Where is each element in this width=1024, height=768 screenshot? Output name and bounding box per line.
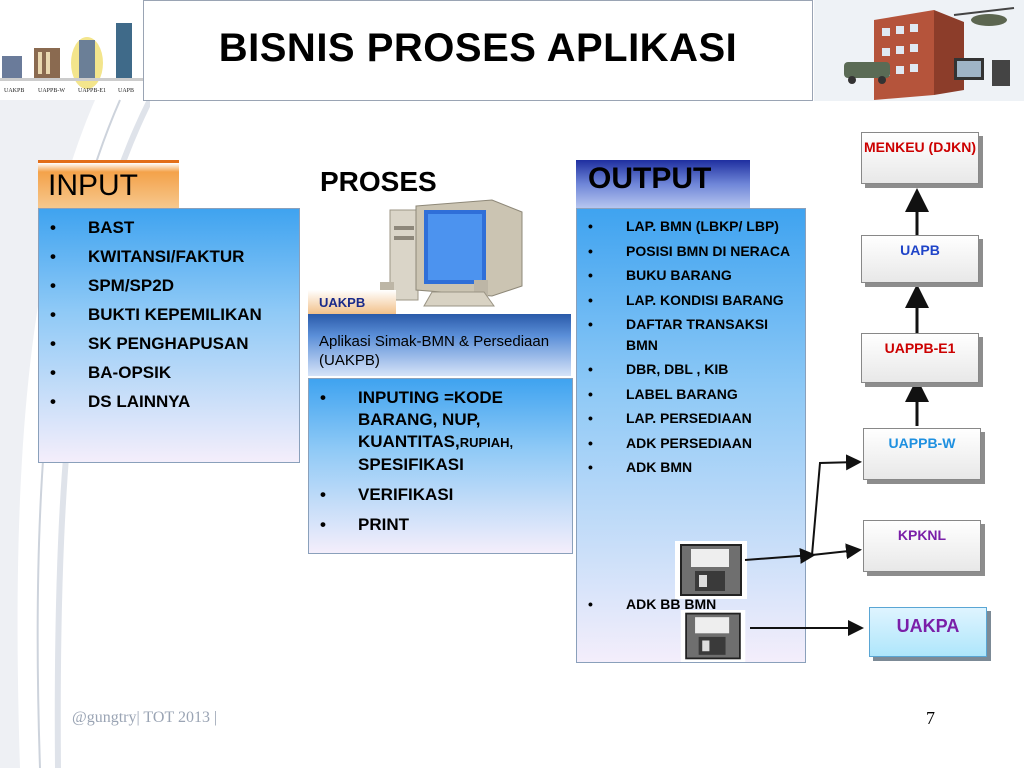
input-tab: INPUT bbox=[38, 160, 179, 208]
uakpb-tab: UAKPB bbox=[308, 290, 396, 314]
output-item: BUKU BARANG bbox=[588, 265, 796, 286]
org-box-kpknl: KPKNL bbox=[863, 520, 981, 572]
input-item: DS LAINNYA bbox=[50, 391, 293, 412]
org-box-uapb: UAPB bbox=[861, 235, 979, 283]
proses-item-text: SPESIFIKASI bbox=[358, 455, 464, 474]
proses-item-small-text: RUPIAH, bbox=[459, 435, 514, 450]
input-panel: BAST KWITANSI/FAKTUR SPM/SP2D BUKTI KEPE… bbox=[38, 208, 300, 463]
building-helicopter-image bbox=[814, 0, 1024, 101]
output-item: LAP. PERSEDIAAN bbox=[588, 408, 796, 429]
output-item: LAP. KONDISI BARANG bbox=[588, 290, 796, 311]
output-label: OUTPUT bbox=[588, 162, 712, 195]
input-item: SPM/SP2D bbox=[50, 275, 293, 296]
output-item: LAP. BMN (LBKP/ LBP) bbox=[588, 216, 796, 237]
uakpb-label: UAKPB bbox=[319, 295, 366, 310]
floppy-disk-icon bbox=[680, 610, 746, 662]
proses-item: VERIFIKASI bbox=[320, 484, 563, 506]
logo-caption-uappb-w: UAPPB-W bbox=[38, 88, 66, 94]
org-box-uakpa: UAKPA bbox=[869, 607, 987, 657]
output-panel: LAP. BMN (LBKP/ LBP) POSISI BMN DI NERAC… bbox=[576, 208, 806, 663]
proses-item-text: INPUTING =KODE BARANG, NUP, KUANTITAS, bbox=[358, 388, 503, 451]
logo-caption-uappb-e1: UAPPB-E1 bbox=[78, 88, 107, 94]
output-item: LABEL BARANG bbox=[588, 384, 796, 405]
logo-caption-uakpb: UAKPB bbox=[4, 88, 25, 94]
org-box-uappb-e1: UAPPB-E1 bbox=[861, 333, 979, 383]
output-item: ADK BMN bbox=[588, 457, 796, 478]
output-tab: OUTPUT bbox=[576, 160, 750, 208]
page-number: 7 bbox=[926, 708, 935, 728]
hierarchy-arrows bbox=[744, 188, 929, 636]
application-name: Aplikasi Simak-BMN & Persediaan (UAKPB) bbox=[319, 333, 550, 369]
input-label: INPUT bbox=[48, 169, 138, 202]
output-item: DAFTAR TRANSAKSI BMN bbox=[588, 314, 796, 355]
proses-label: PROSES bbox=[320, 166, 437, 197]
input-item: BAST bbox=[50, 217, 293, 238]
org-box-uappb-w: UAPPB-W bbox=[863, 428, 981, 480]
building-logos-image bbox=[0, 23, 145, 89]
page-title: BISNIS PROSES APLIKASI bbox=[218, 26, 738, 70]
input-item: SK PENGHAPUSAN bbox=[50, 333, 293, 354]
computer-icon bbox=[380, 199, 523, 307]
floppy-disk-icon bbox=[675, 541, 747, 599]
application-box: Aplikasi Simak-BMN & Persediaan (UAKPB) bbox=[308, 314, 571, 376]
logo-caption-uapb: UAPB bbox=[118, 88, 135, 94]
output-item: DBR, DBL , KIB bbox=[588, 359, 796, 380]
org-box-menkeu: MENKEU (DJKN) bbox=[861, 132, 979, 184]
input-item: KWITANSI/FAKTUR bbox=[50, 246, 293, 267]
proses-panel: INPUTING =KODE BARANG, NUP, KUANTITAS,RU… bbox=[308, 378, 573, 554]
footer-text: @gungtry| TOT 2013 | bbox=[72, 709, 218, 726]
header-frame bbox=[143, 0, 813, 101]
proses-item: PRINT bbox=[320, 514, 563, 536]
input-item: BA-OPSIK bbox=[50, 362, 293, 383]
input-item: BUKTI KEPEMILIKAN bbox=[50, 304, 293, 325]
output-item: ADK BB BMN bbox=[588, 594, 796, 614]
output-item: ADK PERSEDIAAN bbox=[588, 433, 796, 454]
proses-item: INPUTING =KODE BARANG, NUP, KUANTITAS,RU… bbox=[320, 387, 563, 476]
output-item: POSISI BMN DI NERACA bbox=[588, 241, 796, 262]
